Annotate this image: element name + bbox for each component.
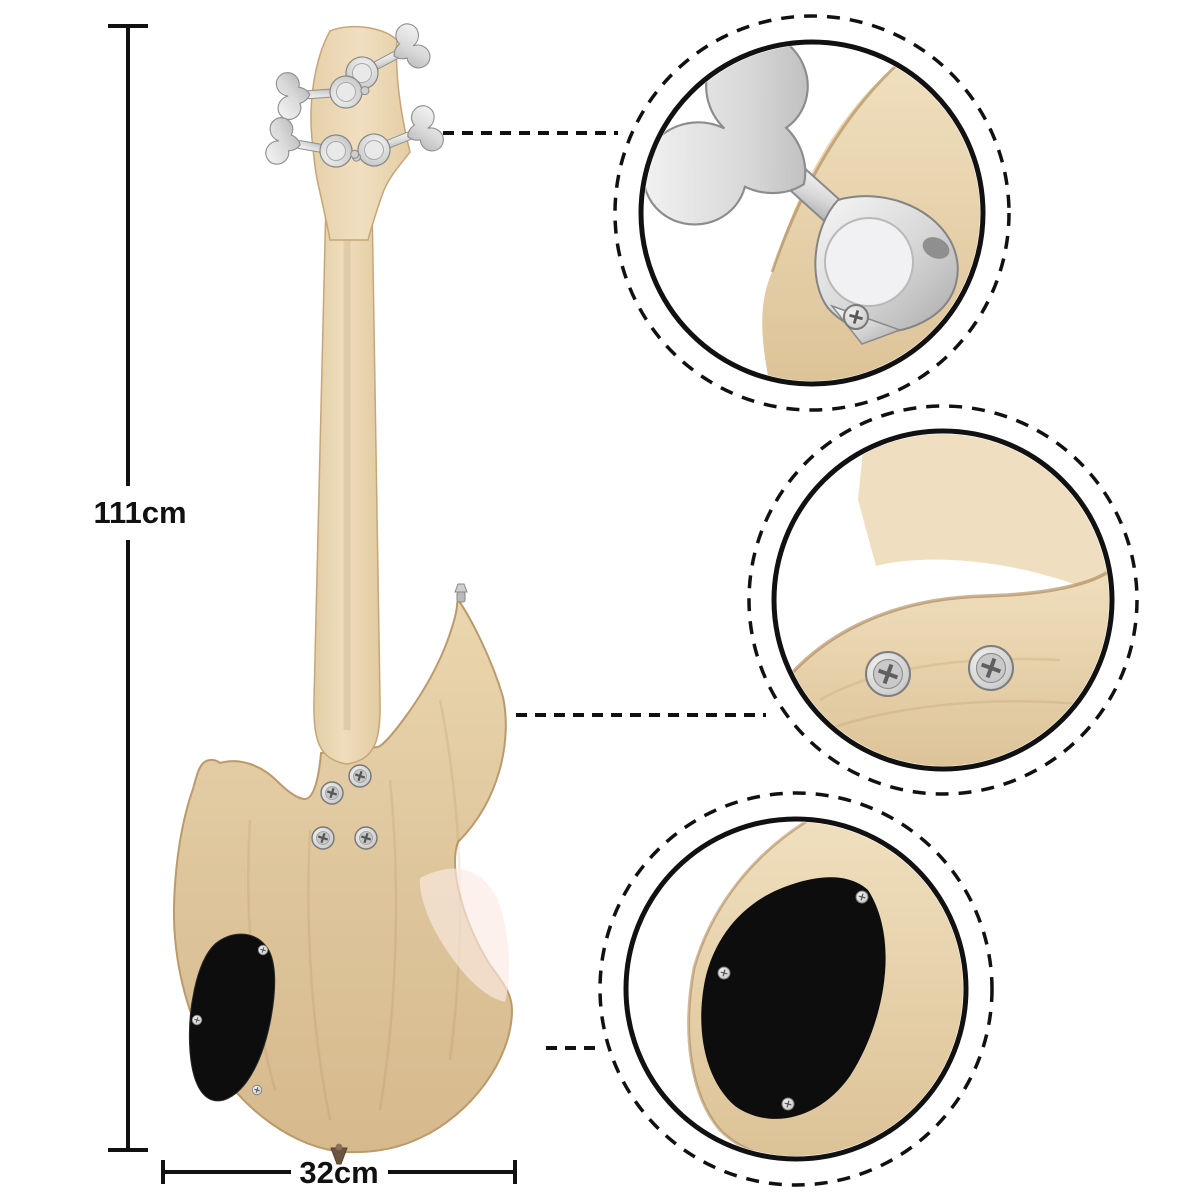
callout-3-cover: [701, 877, 886, 1119]
guitar-neck: [313, 199, 381, 765]
callout-1-wood-edge: [770, 60, 902, 273]
callout-3-body-edge: [687, 822, 891, 1156]
callout-2-heel-edge: [777, 564, 1109, 701]
callout-2-screw-right: [967, 644, 1015, 692]
callout-2-dashed-ring: [747, 404, 1139, 796]
bass-guitar: [172, 20, 514, 1165]
width-dimension-line: [161, 1160, 517, 1184]
callout-2-screw-left: [864, 650, 912, 698]
callout-3-screw-2: [717, 966, 731, 980]
callout-3-content: [687, 822, 963, 1156]
callout-1-content: [644, 45, 980, 381]
height-label: 111cm: [93, 495, 186, 530]
connector-lines: [443, 131, 766, 1050]
callout-1-housing-hole: [922, 237, 950, 259]
callout-1-mount-screw: [842, 303, 870, 331]
strap-button-top: [454, 583, 468, 603]
callout-3-dashed-ring: [598, 791, 994, 1187]
callout-3-screw-3: [781, 1097, 795, 1111]
callout-neck-joint: [747, 404, 1139, 796]
callout-3-screw-1: [855, 890, 869, 904]
callout-cavity-cover: [598, 791, 994, 1187]
callout-1-post-face: [824, 217, 914, 307]
callout-tuning-machine: [613, 14, 1011, 412]
height-dimension-line: [108, 24, 148, 1152]
strap-pin-bottom: [330, 1143, 348, 1165]
body-gloss-highlight: [419, 868, 510, 1002]
callout-1-dashed-ring: [613, 14, 1011, 412]
callout-2-heel-wood: [777, 566, 1109, 766]
